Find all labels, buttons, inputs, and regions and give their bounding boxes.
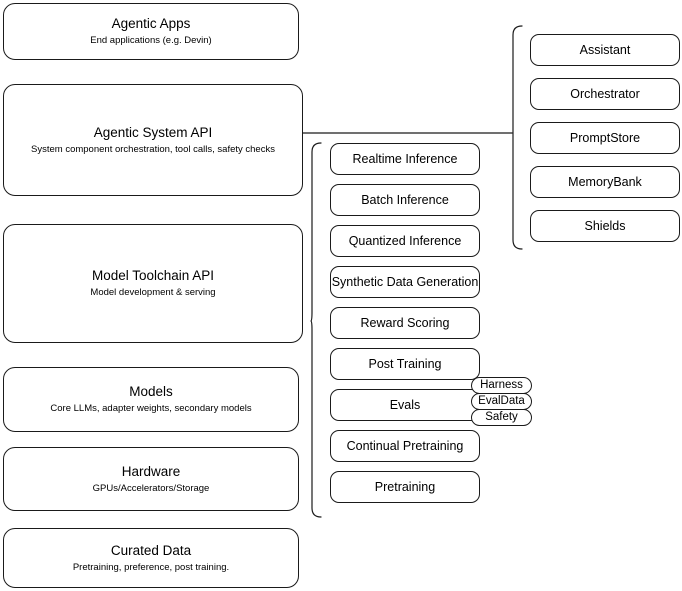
capability-box-post-training[interactable]: Post Training xyxy=(330,348,480,380)
layer-subtitle: System component orchestration, tool cal… xyxy=(31,143,275,155)
system-component-box-promptstore[interactable]: PromptStore xyxy=(530,122,680,154)
layer-subtitle: GPUs/Accelerators/Storage xyxy=(92,482,210,494)
layer-title: Hardware xyxy=(121,463,181,479)
capability-box-quantized-inference[interactable]: Quantized Inference xyxy=(330,225,480,257)
system-component-box-orchestrator[interactable]: Orchestrator xyxy=(530,78,680,110)
capability-box-evals[interactable]: Evals xyxy=(330,389,480,421)
layer-subtitle: Pretraining, preference, post training. xyxy=(72,561,230,573)
capability-box-synthetic-data-generation[interactable]: Synthetic Data Generation xyxy=(330,266,480,298)
layer-title: Curated Data xyxy=(110,542,192,558)
evals-pill-safety[interactable]: Safety xyxy=(471,409,532,426)
capability-box-realtime-inference[interactable]: Realtime Inference xyxy=(330,143,480,175)
evals-pill-evaldata[interactable]: EvalData xyxy=(471,393,532,410)
capability-box-reward-scoring[interactable]: Reward Scoring xyxy=(330,307,480,339)
layer-subtitle: Core LLMs, adapter weights, secondary mo… xyxy=(50,403,252,414)
system-component-box-memorybank[interactable]: MemoryBank xyxy=(530,166,680,198)
layer-box-agentic-apps[interactable]: Agentic Apps End applications (e.g. Devi… xyxy=(3,3,299,60)
layer-box-model-toolchain-api[interactable]: Model Toolchain API Model development & … xyxy=(3,224,303,343)
model-toolchain-brace xyxy=(310,142,322,518)
layer-box-hardware[interactable]: Hardware GPUs/Accelerators/Storage xyxy=(3,447,299,511)
layer-subtitle: Model development & serving xyxy=(90,287,216,298)
layer-box-curated-data[interactable]: Curated Data Pretraining, preference, po… xyxy=(3,528,299,588)
system-component-box-assistant[interactable]: Assistant xyxy=(530,34,680,66)
layer-title: Models xyxy=(129,384,173,399)
capability-box-continual-pretraining[interactable]: Continual Pretraining xyxy=(330,430,480,462)
layer-box-agentic-system-api[interactable]: Agentic System API System component orch… xyxy=(3,84,303,196)
layer-title: Agentic Apps xyxy=(111,16,191,31)
evals-pill-harness[interactable]: Harness xyxy=(471,377,532,394)
layer-box-models[interactable]: Models Core LLMs, adapter weights, secon… xyxy=(3,367,299,432)
agentic-system-brace xyxy=(512,25,523,250)
layer-title: Model Toolchain API xyxy=(91,268,215,283)
capability-box-batch-inference[interactable]: Batch Inference xyxy=(330,184,480,216)
capability-box-pretraining[interactable]: Pretraining xyxy=(330,471,480,503)
layer-title: Agentic System API xyxy=(93,124,213,140)
layer-subtitle: End applications (e.g. Devin) xyxy=(90,35,212,46)
system-component-box-shields[interactable]: Shields xyxy=(530,210,680,242)
